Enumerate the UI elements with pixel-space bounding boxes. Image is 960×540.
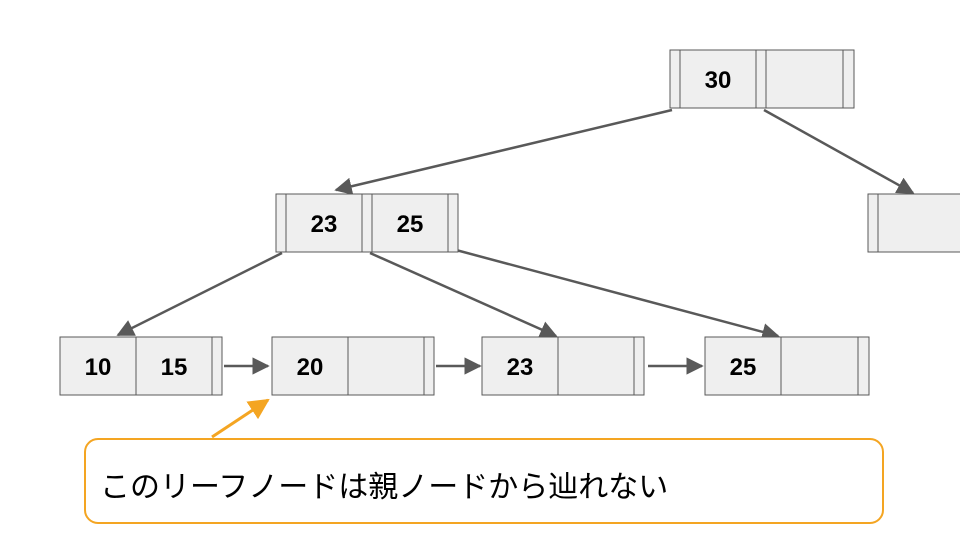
node-key: 23	[507, 354, 534, 381]
node-key: 25	[730, 354, 757, 381]
node-key: 20	[297, 354, 324, 381]
node-key: 25	[397, 211, 424, 238]
edge-root-to-right-internal	[763, 108, 915, 195]
internal-node: 23 25	[275, 193, 459, 253]
edge-internal-to-leaf-1	[116, 251, 283, 337]
node-box	[481, 336, 645, 396]
node-key: 30	[705, 67, 732, 94]
callout-pointer-arrow	[211, 398, 270, 439]
leaf-node-3: 23	[481, 336, 645, 396]
leaf-node-4: 25	[704, 336, 870, 396]
callout-text: このリーフノードは親ノードから辿れない	[100, 470, 669, 505]
node-key: 15	[161, 354, 188, 381]
right-internal-node	[867, 193, 960, 253]
node-box	[867, 193, 960, 253]
edge-internal-to-leaf-3	[369, 251, 558, 338]
node-box	[704, 336, 870, 396]
edge-root-to-internal	[334, 108, 673, 195]
leaf-node-2: 20	[271, 336, 435, 396]
tree-edges	[116, 108, 915, 341]
node-key: 10	[85, 354, 112, 381]
callout-box: このリーフノードは親ノードから辿れない	[84, 438, 884, 524]
edge-internal-to-leaf-4	[455, 248, 780, 341]
leaf-node-1: 10 15	[59, 336, 223, 396]
node-box	[669, 49, 855, 109]
node-box	[59, 336, 223, 396]
node-box	[275, 193, 459, 253]
node-box	[271, 336, 435, 396]
root-node: 30	[669, 49, 855, 109]
node-key: 23	[311, 211, 338, 238]
